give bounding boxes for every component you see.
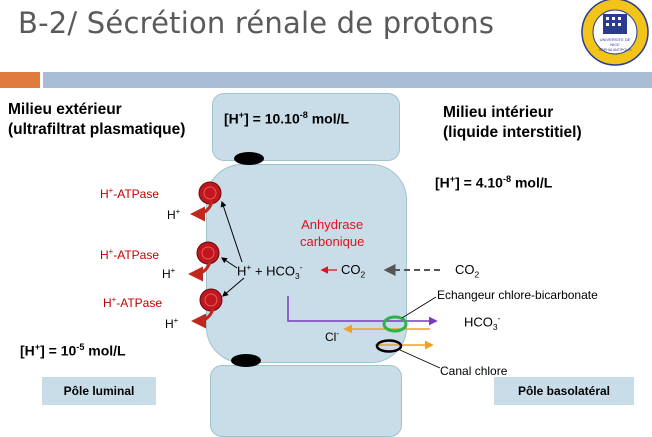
- university-logo: UNIVERSITE DE NICE SOPHIA ANTIPOLIS: [581, 0, 649, 66]
- pole-basolateral-box: Pôle basolatéral: [494, 377, 634, 405]
- proton-label-1: H+: [167, 207, 181, 222]
- pump-label-1: H+-ATPase: [100, 186, 160, 201]
- tight-junction-bottom: [231, 354, 261, 367]
- exchanger-label: Echangeur chlore-bicarbonate: [437, 288, 598, 302]
- slide-title: B-2/ Sécrétion rénale de protons: [18, 6, 495, 40]
- pump-label-3: H+-ATPase: [103, 295, 163, 310]
- outside-label: Milieu extérieur (ultrafiltrat plasmatiq…: [8, 101, 186, 138]
- svg-text:UNIVERSITE DE: UNIVERSITE DE: [600, 37, 631, 42]
- header-accent-bar: [0, 72, 40, 88]
- co2-extracellular: CO2: [455, 262, 480, 280]
- channel-label: Canal chlore: [440, 364, 508, 378]
- svg-text:SOPHIA ANTIPOLIS: SOPHIA ANTIPOLIS: [599, 48, 633, 52]
- tubular-concentration: [H+] = 10.10-8 mol/L: [224, 110, 350, 127]
- reaction-equation: H+ + HCO3-: [237, 262, 303, 281]
- proton-pump-1: [190, 181, 222, 222]
- chloride-label: Cl-: [325, 329, 339, 344]
- proton-pump-3: [191, 288, 223, 329]
- header-bar: [43, 72, 652, 88]
- enzyme-label: Anhydrase carbonique: [300, 217, 365, 249]
- cell-bottom: [210, 365, 402, 437]
- luminal-concentration: [H+] = 10-5 mol/L: [20, 342, 126, 359]
- tight-junction-top: [234, 152, 264, 165]
- inside-label: Milieu intérieur (liquide interstitiel): [443, 104, 582, 141]
- proton-label-2: H+: [162, 266, 176, 281]
- pump-label-2: H+-ATPase: [100, 247, 160, 262]
- proton-label-3: H+: [165, 316, 179, 331]
- interstitial-concentration: [H+] = 4.10-8 mol/L: [435, 174, 553, 191]
- svg-text:NICE: NICE: [610, 42, 620, 47]
- pole-luminal-box: Pôle luminal: [42, 377, 156, 405]
- tubular-cell: [206, 164, 407, 363]
- transport-diagram: [188, 181, 441, 369]
- bicarbonate-label: HCO3-: [464, 313, 501, 332]
- co2-intracellular: CO2: [341, 262, 366, 280]
- cell-top: [212, 93, 400, 161]
- proton-pump-2: [188, 241, 220, 282]
